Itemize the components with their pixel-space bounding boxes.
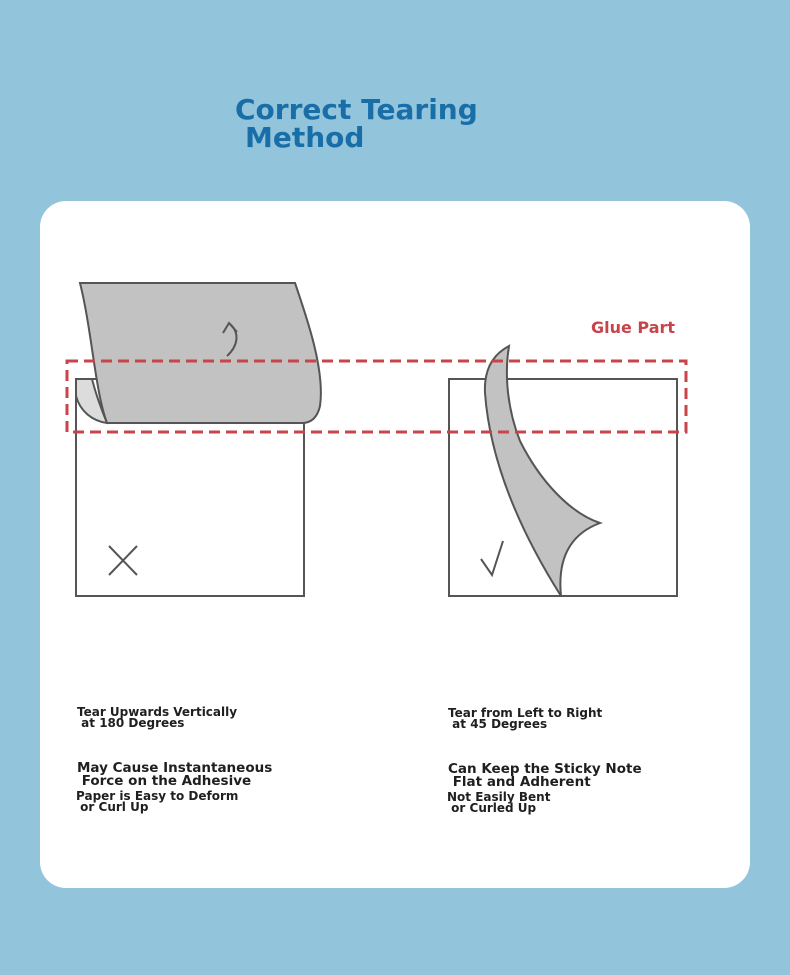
glue-region-outline [65, 359, 688, 434]
right-peeled-paper [483, 344, 604, 597]
title-line-2: Method [245, 121, 365, 154]
arrow-head-icon [222, 321, 238, 334]
glue-part-label: Glue Part [591, 318, 676, 337]
title-line-1: Correct Tearing [235, 93, 478, 126]
right-effect-line-1: Can Keep the Sticky Note [448, 761, 642, 777]
left-method-line-2: at 180 Degrees [77, 716, 185, 730]
right-note-line-2: or Curled Up [447, 801, 537, 815]
right-note-line-1: Not Easily Bent [447, 790, 551, 804]
left-method-line-1: Tear Upwards Vertically [77, 705, 238, 719]
diagram-card: Glue Part Tear Upwards Vertically at 180… [40, 201, 750, 888]
tearing-diagram [65, 282, 688, 597]
left-note-line-1: Paper is Easy to Deform [76, 789, 239, 803]
left-note-line-2: or Curl Up [76, 800, 149, 814]
left-effect-line-1: May Cause Instantaneous [77, 760, 273, 776]
left-effect-line-2: Force on the Adhesive [77, 773, 252, 789]
cross-mark-icon [108, 545, 138, 576]
right-method-line-2: at 45 Degrees [448, 717, 548, 731]
left-peeled-paper [78, 282, 322, 424]
right-effect-line-2: Flat and Adherent [448, 774, 591, 790]
left-paper-curl [75, 378, 109, 425]
right-method-line-1: Tear from Left to Right [448, 706, 603, 720]
check-mark-icon [480, 540, 504, 578]
page-title: Correct Tearing Method [235, 96, 478, 152]
